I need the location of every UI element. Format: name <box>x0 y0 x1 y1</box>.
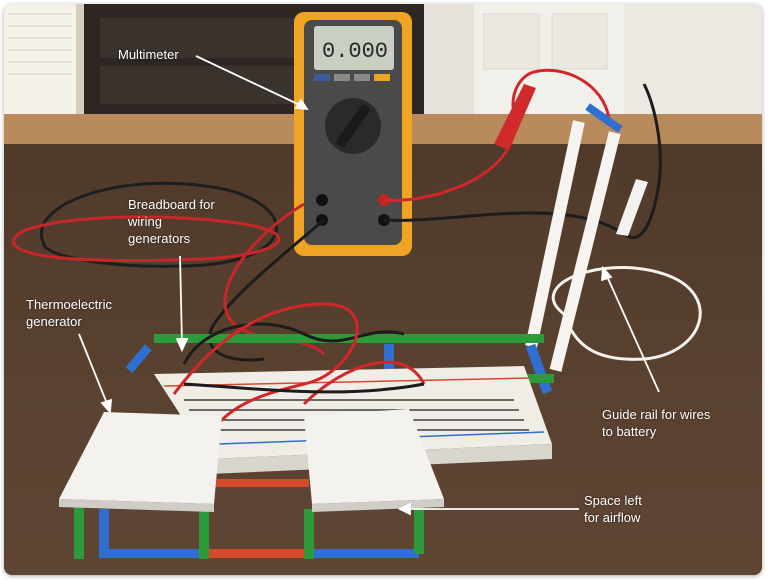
annotation-guide-line1: Guide rail for wires <box>602 407 711 422</box>
window-blinds <box>8 13 72 75</box>
annotation-breadboard-line3: generators <box>128 231 191 246</box>
thermoelectric-generator-right <box>304 409 444 512</box>
white-wire-loop <box>551 266 702 361</box>
multimeter-reading: 0.000 <box>322 39 388 64</box>
guide-rail <box>525 103 623 372</box>
annotation-teg-line1: Thermoelectric <box>26 297 112 312</box>
red-wire-loop <box>12 215 281 262</box>
annotation-guide-line2: to battery <box>602 424 657 439</box>
white-alligator-clip <box>616 179 648 236</box>
annotation-multimeter: Multimeter <box>118 47 179 62</box>
annotation-space-line1: Space left <box>584 493 642 508</box>
annotation-arrows <box>78 55 660 516</box>
multimeter: 0.000 <box>294 12 412 256</box>
thermoelectric-generator-left <box>59 412 222 512</box>
annotation-teg-line2: generator <box>26 314 82 329</box>
annotation-breadboard-line1: Breadboard for <box>128 197 215 212</box>
red-alligator-clip <box>494 84 536 150</box>
annotation-breadboard-line2: wiring <box>128 214 162 229</box>
photo-scene: 0.000 <box>4 4 762 575</box>
photo-frame: 0.000 <box>4 4 762 575</box>
annotation-space-line2: for airflow <box>584 510 641 525</box>
straw-frame-lower <box>74 479 424 559</box>
